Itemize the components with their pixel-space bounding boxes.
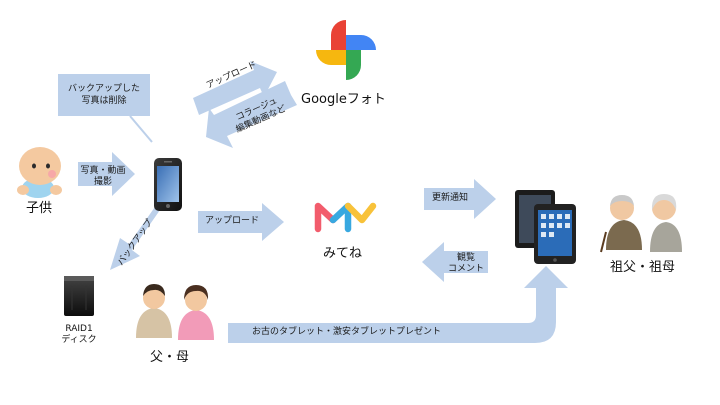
- capture-label-line-2: 撮影: [93, 177, 112, 188]
- google-photos-label: Googleフォト: [301, 92, 386, 107]
- child-label: 子供: [26, 201, 53, 216]
- parents-label: 父・母: [150, 350, 190, 365]
- baby-icon: [17, 147, 62, 198]
- capture-arrow: [78, 152, 135, 196]
- view-comment-label-line-2: コメント: [447, 264, 484, 275]
- collage-arrow: [206, 81, 297, 148]
- grandparents-icon: [600, 194, 682, 253]
- backup-note-line-2: 写真は削除: [81, 96, 127, 106]
- upload-mitene-arrow: [198, 203, 284, 241]
- raid-label-line-2: ディスク: [61, 335, 97, 346]
- backup-note-pointer: [129, 115, 153, 143]
- google-photos-icon: [316, 20, 376, 80]
- present-label: お古のタブレット・激安タブレットプレゼント: [252, 327, 442, 337]
- notify-label: 更新通知: [432, 193, 469, 203]
- view-comment-label: 観覧 コメント: [446, 253, 486, 276]
- tablet-icon: [515, 190, 576, 264]
- smartphone-icon: [154, 158, 182, 211]
- notify-arrow: [424, 179, 496, 219]
- present-arrow: [228, 266, 568, 343]
- grandparents-label: 祖父・祖母: [610, 260, 676, 275]
- raid-label-line-1: RAID1: [65, 324, 93, 334]
- backup-arrow: [110, 204, 160, 270]
- backup-note-line-1: バックアップした: [67, 83, 140, 94]
- raid-disk-icon: [64, 276, 94, 316]
- upload-google-arrow: [193, 61, 277, 115]
- parents-icon: [136, 284, 214, 340]
- capture-label-line-1: 写真・動画: [80, 166, 126, 176]
- mitene-label: みてね: [323, 246, 363, 261]
- backup-note: バックアップした 写真は削除: [58, 74, 150, 116]
- raid-label: RAID1 ディスク: [48, 324, 110, 347]
- view-comment-label-line-1: 観覧: [456, 253, 475, 263]
- backup-note-box: [58, 74, 150, 116]
- view-comment-arrow: [422, 242, 488, 282]
- capture-label: 写真・動画 撮影: [76, 166, 130, 189]
- mitene-logo: [314, 202, 377, 233]
- upload-mitene-label: アップロード: [205, 216, 260, 226]
